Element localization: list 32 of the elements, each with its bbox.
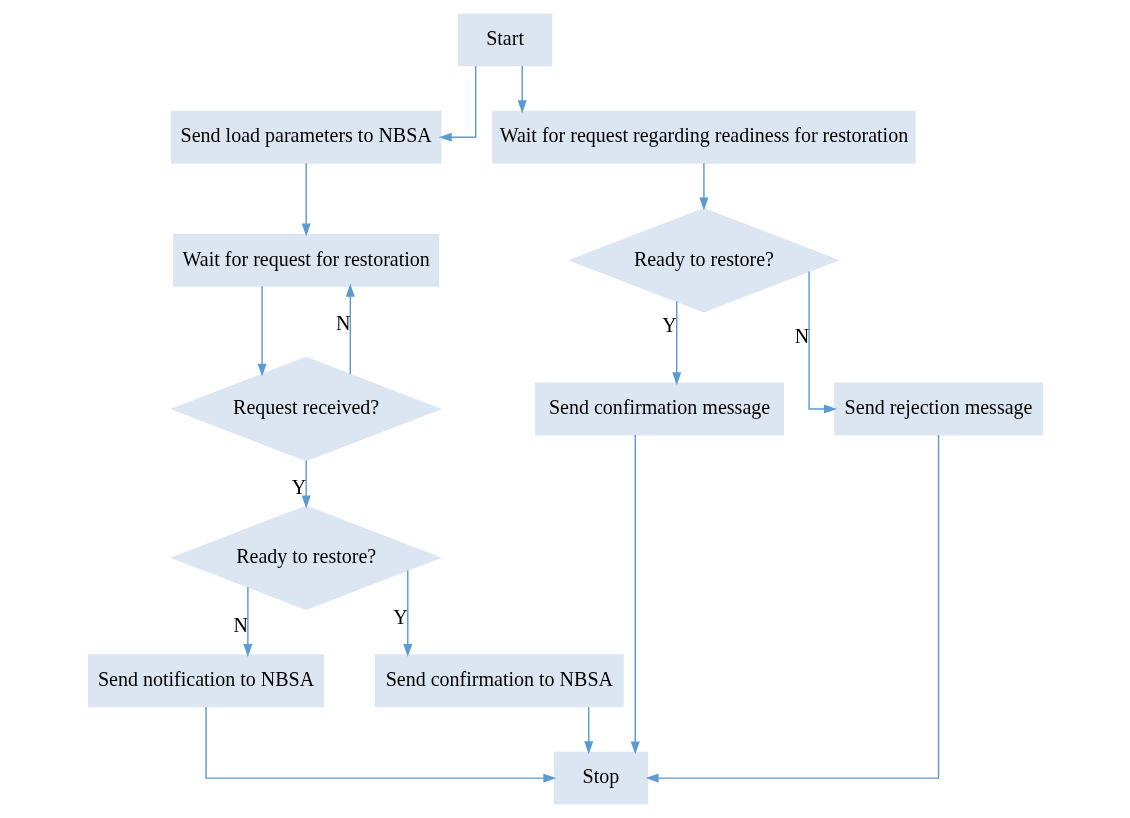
node-box: Send load parameters to NBSA <box>170 110 441 164</box>
node-box: Send notification to NBSA <box>87 654 324 708</box>
edge-label: N <box>794 324 809 347</box>
node-diamond: Ready to restore? <box>567 207 840 313</box>
arrow <box>645 434 939 783</box>
edge-label: N <box>335 311 350 334</box>
edge-label: Y <box>291 476 306 499</box>
edge-label: N <box>233 613 248 636</box>
node-diamond: Ready to restore? <box>169 505 442 611</box>
arrow <box>698 162 708 211</box>
arrow <box>630 434 640 755</box>
arrow <box>345 283 355 375</box>
node-box: Wait for request for restoration <box>172 233 439 287</box>
node-box: Send rejection message <box>833 382 1043 436</box>
arrow <box>517 65 527 114</box>
arrow <box>204 706 556 783</box>
node-box: Send confirmation message <box>534 382 784 436</box>
arrow <box>438 65 476 142</box>
node-diamond: Request received? <box>169 356 442 462</box>
arrow <box>301 162 311 237</box>
edge-label: Y <box>661 313 677 336</box>
arrow <box>671 300 681 386</box>
arrow <box>242 586 252 657</box>
arrow <box>402 569 412 657</box>
node-box: Start <box>457 13 552 67</box>
arrow <box>257 285 267 377</box>
node-box: Stop <box>553 751 648 805</box>
node-box: Send confirmation to NBSA <box>374 654 624 708</box>
node-box: Wait for request regarding readiness for restoration <box>491 110 916 164</box>
arrow <box>301 459 311 509</box>
arrow <box>807 270 837 414</box>
arrow <box>583 706 593 755</box>
